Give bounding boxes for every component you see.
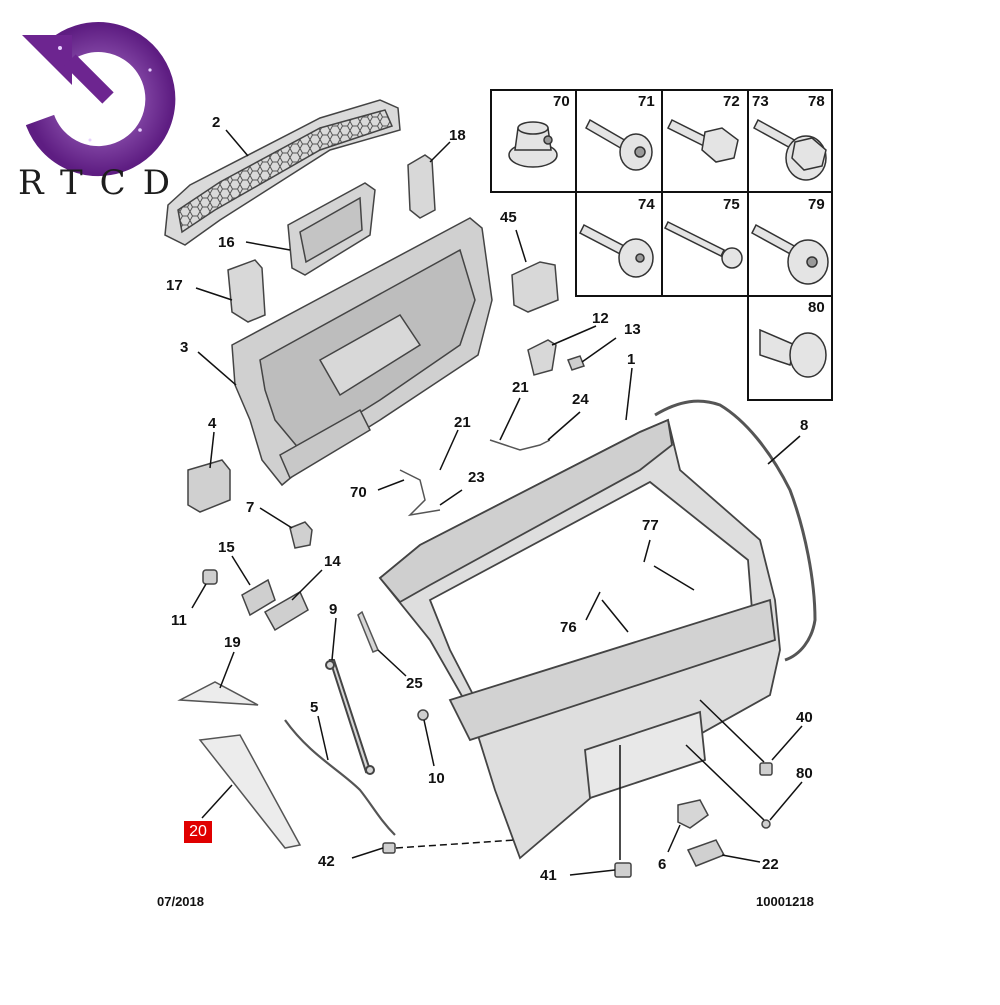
hw-label-72: 72 [723,93,740,110]
logo-text: RTCD [18,163,187,203]
callout-70: 70 [350,484,367,501]
callout-14: 14 [324,553,341,570]
callout-6: 6 [658,856,666,873]
callout-5: 5 [310,699,318,716]
callout-24: 24 [572,391,589,408]
callout-10: 10 [428,770,445,787]
callout-12: 12 [592,310,609,327]
callout-15: 15 [218,539,235,556]
callout-45: 45 [500,209,517,226]
callout-18: 18 [449,127,466,144]
collar-stud-icon [585,118,653,171]
callout-17: 17 [166,277,183,294]
hw-label-74: 74 [638,196,655,213]
callout-19: 19 [224,634,241,651]
callout-8: 8 [800,417,808,434]
lamp-15-part [241,578,276,617]
callout-21b: 21 [454,414,471,431]
clip-10-part [417,709,429,721]
clip-40-part [759,762,773,776]
leader-lines [191,129,803,876]
callout-7: 7 [246,499,254,516]
hw-label-80: 80 [808,299,825,316]
callout-80: 80 [796,765,813,782]
plate-16-part [287,182,376,276]
spoiler-part [164,99,401,246]
hardware-table [490,89,833,401]
callout-76: 76 [560,619,577,636]
callout-2: 2 [212,114,220,131]
lock-22-part [686,839,726,867]
push-clip-icon [759,328,827,378]
callout-3: 3 [180,339,188,356]
callout-4: 4 [208,415,217,432]
bracket-12-part [527,339,557,376]
self-tapping-screw-icon [578,223,654,278]
bracket-17-part [227,259,266,323]
callout-16: 16 [218,234,235,251]
lamp-14-part [263,590,309,632]
wire-21-part [489,439,551,451]
clip-80-part [761,819,771,829]
control-module-part [187,459,231,513]
callout-77: 77 [642,517,659,534]
hex-bolt-icon [666,118,739,163]
cable-5-part [284,719,396,836]
callout-40: 40 [796,709,813,726]
wire-23-part [399,469,441,517]
clip-41-part [614,862,632,878]
switch-7-part [289,521,313,549]
latch-6-part [677,799,709,829]
wood-screw-icon [663,220,743,269]
hw-label-73: 73 [752,93,769,110]
inner-trim-panel-part [231,217,493,487]
callout-21a: 21 [512,379,529,396]
trim-20-part [198,734,302,849]
clip-13-part [567,355,585,371]
tailgate-part [378,418,781,860]
clip-42-part [382,842,396,854]
weatherstrip-part [654,399,817,662]
hardware-labels: 70 71 72 73 78 74 75 79 80 [553,93,825,316]
trim-19-part [177,681,259,706]
hw-label-79: 79 [808,196,825,213]
callout-25: 25 [406,675,423,692]
callout-11: 11 [171,612,187,629]
callout-41: 41 [540,867,557,884]
hw-label-70: 70 [553,93,570,110]
callout-labels: 2 18 16 17 3 4 7 15 14 11 19 9 5 25 10 4… [166,114,813,884]
callout-9: 9 [329,601,337,618]
callout-22: 22 [762,856,779,873]
bracket-18-part [407,154,436,219]
footer-date: 07/2018 [157,894,204,909]
flange-nut-icon [508,121,558,168]
bulb-11-part [202,569,218,585]
hw-label-71: 71 [638,93,655,110]
bracket-45-part [511,261,559,313]
callout-23: 23 [468,469,485,486]
flange-screw-icon [753,118,827,181]
callout-42: 42 [318,853,335,870]
logo-icon [22,22,176,177]
highlighted-callout-20: 20 [184,821,212,843]
callout-13: 13 [624,321,641,338]
seal-25-part [357,610,379,653]
callout-1: 1 [627,351,635,368]
gas-strut-part [325,659,375,775]
footer-reference: 10001218 [756,894,814,909]
hw-label-75: 75 [723,196,740,213]
hw-label-78: 78 [808,93,825,110]
torx-screw-icon [751,223,829,285]
